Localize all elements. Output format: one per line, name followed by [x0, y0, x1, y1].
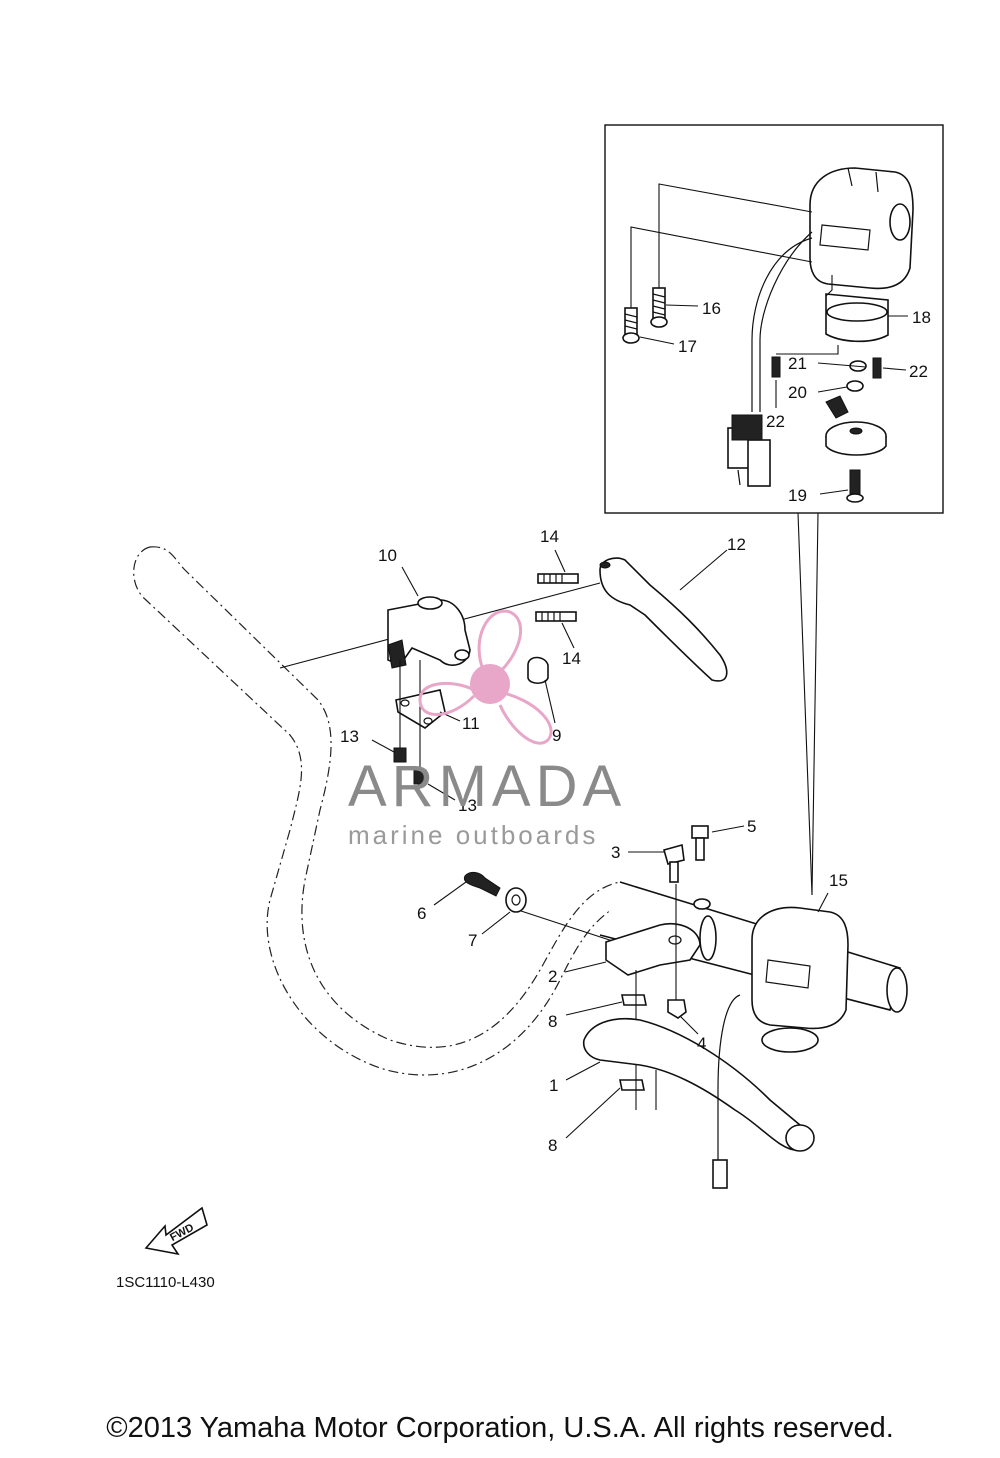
- callout-22-right: 22: [909, 362, 928, 381]
- callout-6: 6: [417, 904, 426, 923]
- handlebar-outline: [133, 546, 621, 1076]
- callout-14-top: 14: [540, 527, 559, 546]
- callout-7: 7: [468, 931, 477, 950]
- diagram-code: 1SC1110-L430: [116, 1274, 215, 1291]
- callout-19: 19: [788, 486, 807, 505]
- watermark-brand: ARMADA: [348, 754, 626, 819]
- callout-13-top: 13: [340, 727, 359, 746]
- callout-14-bottom: 14: [562, 649, 581, 668]
- upper-lever-assembly: [279, 557, 728, 785]
- forward-direction-arrow: FWD: [144, 1206, 208, 1256]
- callout-1: 1: [549, 1076, 558, 1095]
- callout-20: 20: [788, 383, 807, 402]
- callout-17: 17: [678, 337, 697, 356]
- callout-9: 9: [552, 726, 561, 745]
- lower-lever-assembly: [463, 825, 849, 1189]
- armada-watermark: ARMADA marine outboards: [348, 609, 626, 850]
- callout-4: 4: [697, 1034, 706, 1053]
- detail-inset: [604, 124, 944, 896]
- leader-lines: [371, 304, 908, 1139]
- callout-labels: 16 17 18 21 22 20 22 19 10 14 12 14 11 9…: [340, 299, 931, 1155]
- callout-15: 15: [829, 871, 848, 890]
- watermark-tagline: marine outboards: [348, 820, 598, 850]
- callout-16: 16: [702, 299, 721, 318]
- callout-10: 10: [378, 546, 397, 565]
- switch-housing-detail: [622, 167, 914, 503]
- callout-8-bottom: 8: [548, 1136, 557, 1155]
- callout-5: 5: [747, 817, 756, 836]
- callout-21: 21: [788, 354, 807, 373]
- callout-22-left: 22: [766, 412, 785, 431]
- callout-12: 12: [727, 535, 746, 554]
- callout-8-top: 8: [548, 1012, 557, 1031]
- fwd-label: FWD: [168, 1222, 196, 1244]
- callout-11: 11: [462, 714, 480, 733]
- callout-3: 3: [611, 843, 620, 862]
- callout-18: 18: [912, 308, 931, 327]
- callout-2: 2: [548, 967, 557, 986]
- propeller-logo: [418, 609, 553, 745]
- callout-13-bottom: 13: [458, 796, 477, 815]
- copyright-notice: ©2013 Yamaha Motor Corporation, U.S.A. A…: [106, 1412, 894, 1444]
